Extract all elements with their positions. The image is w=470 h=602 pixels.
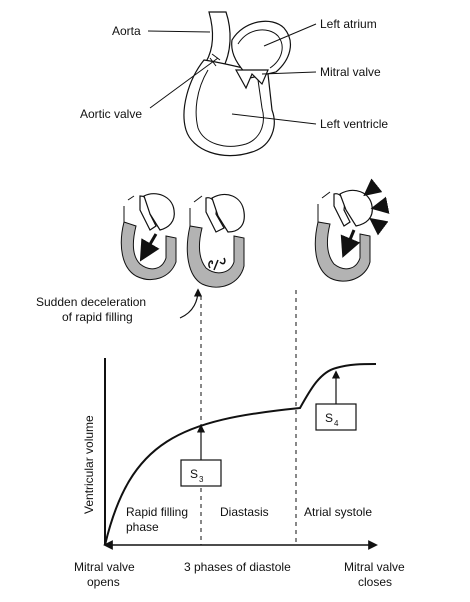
label-aorta: Aorta bbox=[112, 24, 141, 38]
label-mitral-opens-1: Mitral valve bbox=[74, 560, 135, 574]
ventricle-inner bbox=[195, 69, 264, 147]
phase-rapid-filling-1: Rapid filling bbox=[126, 505, 188, 519]
label-left-ventricle: Left ventricle bbox=[320, 117, 388, 131]
deceleration-pointer bbox=[179, 288, 203, 319]
volume-curve bbox=[104, 363, 377, 546]
phase-rapid-filling-2: phase bbox=[126, 520, 159, 534]
label-aortic-valve: Aortic valve bbox=[80, 107, 142, 121]
label-sudden-deceleration-2: of rapid filling bbox=[62, 310, 133, 324]
label-mitral-closes-1: Mitral valve bbox=[344, 560, 405, 574]
s4-subscript: 4 bbox=[334, 419, 339, 428]
phase-diastasis: Diastasis bbox=[220, 505, 269, 519]
y-axis-label: Ventricular volume bbox=[82, 415, 96, 514]
s3-box bbox=[180, 459, 222, 487]
label-mitral-opens-2: opens bbox=[87, 575, 120, 589]
s4-letter: S bbox=[325, 411, 333, 425]
s3-subscript: 3 bbox=[199, 475, 204, 484]
volume-graph: S 3 S 4 Ventricular volume Rapid filling… bbox=[82, 358, 378, 550]
label-left-atrium: Left atrium bbox=[320, 17, 377, 31]
heart-rapid-filling bbox=[120, 193, 177, 280]
top-leader-lines bbox=[147, 23, 317, 125]
label-three-phases: 3 phases of diastole bbox=[184, 560, 291, 574]
label-mitral-closes-2: closes bbox=[358, 575, 392, 589]
main-heart bbox=[183, 11, 292, 157]
label-sudden-deceleration-1: Sudden deceleration bbox=[36, 295, 146, 309]
heart-atrial-systole bbox=[314, 178, 390, 282]
heart-deceleration bbox=[186, 193, 245, 288]
mitral-valve-shape bbox=[234, 69, 269, 90]
s3-letter: S bbox=[190, 467, 198, 481]
s4-box bbox=[315, 403, 357, 431]
phase-atrial-systole: Atrial systole bbox=[304, 505, 372, 519]
label-mitral-valve: Mitral valve bbox=[320, 65, 381, 79]
